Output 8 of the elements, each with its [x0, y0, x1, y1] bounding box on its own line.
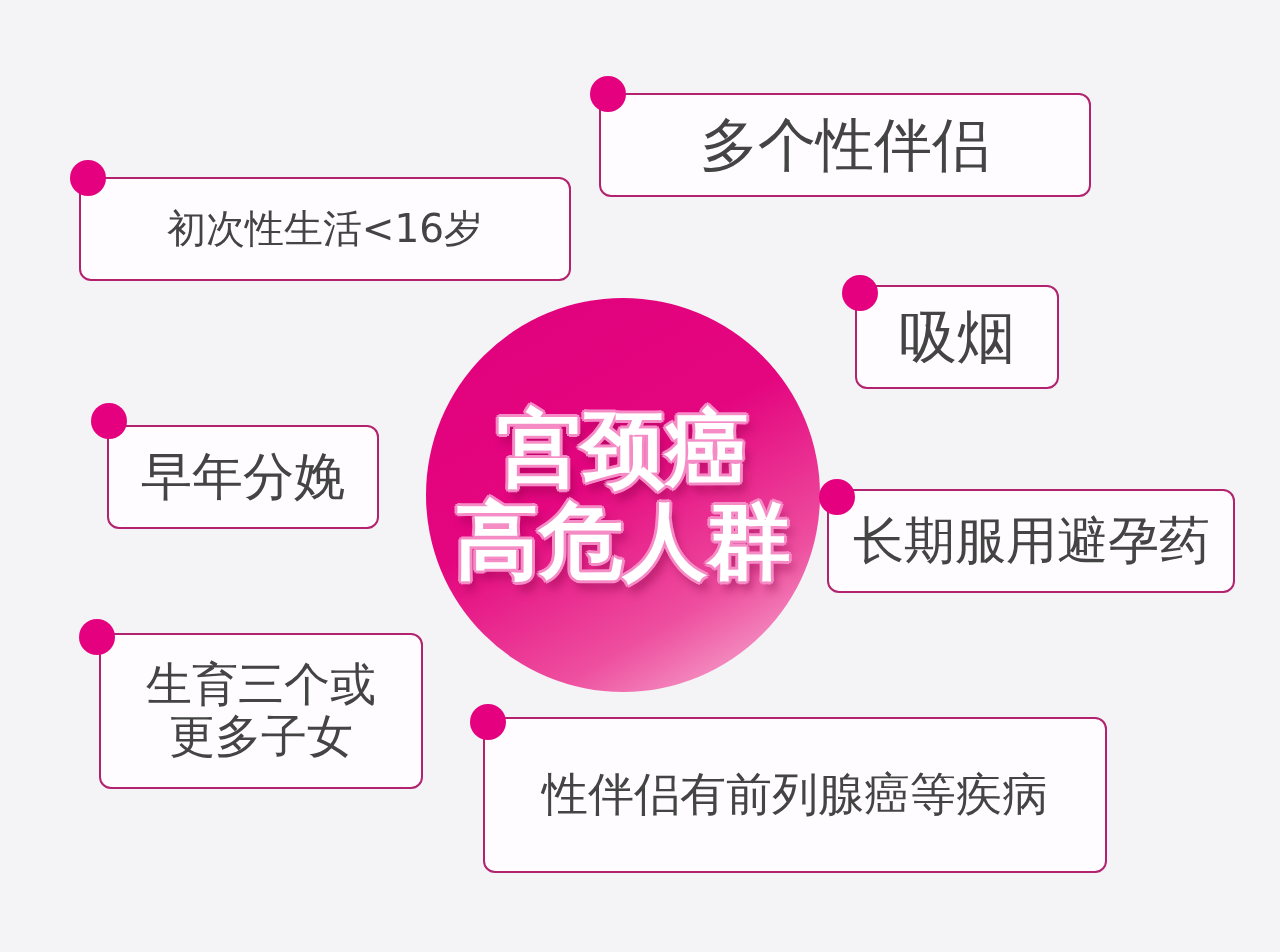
risk-factor-label: 早年分娩	[141, 448, 345, 506]
risk-factor-label: 初次性生活<16岁	[166, 207, 484, 251]
circle-title: 宫颈癌高危人群	[454, 402, 792, 588]
risk-factor-label: 吸烟	[899, 304, 1015, 370]
risk-factor-label: 生育三个或更多子女	[145, 659, 377, 763]
risk-factor-label: 多个性伴侣	[700, 112, 990, 178]
risk-factor-label: 性伴侣有前列腺癌等疾病	[542, 769, 1048, 821]
risk-factor-label: 长期服用避孕药	[852, 512, 1210, 570]
